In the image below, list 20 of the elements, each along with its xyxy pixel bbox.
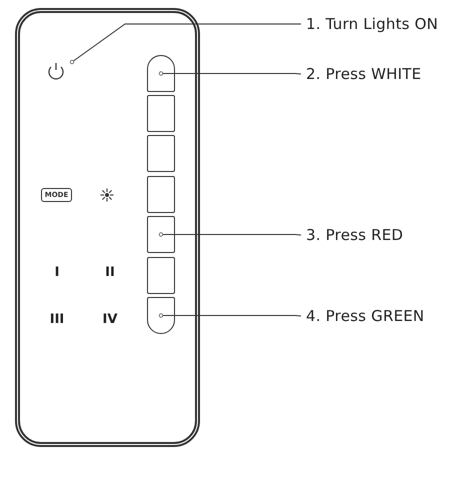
leader-line xyxy=(158,313,302,318)
remote-control xyxy=(15,8,200,447)
remote-button xyxy=(147,135,175,172)
remote-button xyxy=(147,257,175,294)
channel-label: II xyxy=(104,265,116,280)
leader-line xyxy=(70,24,302,64)
callout-text: 2. Press WHITE xyxy=(306,63,466,85)
channel-label: III xyxy=(49,312,65,327)
remote-button xyxy=(147,176,175,213)
remote-button xyxy=(147,297,175,334)
remote-button xyxy=(147,216,175,253)
channel-label: I xyxy=(54,265,60,280)
leader-line xyxy=(158,232,302,237)
channel-label: IV xyxy=(102,312,118,327)
remote-button xyxy=(147,95,175,132)
callout-text: 3. Press RED xyxy=(306,224,466,246)
leader-line xyxy=(158,71,302,76)
callout-text: 4. Press GREEN xyxy=(306,305,466,327)
callout-text: 1. Turn Lights ON xyxy=(306,13,466,35)
remote-button xyxy=(147,55,175,92)
